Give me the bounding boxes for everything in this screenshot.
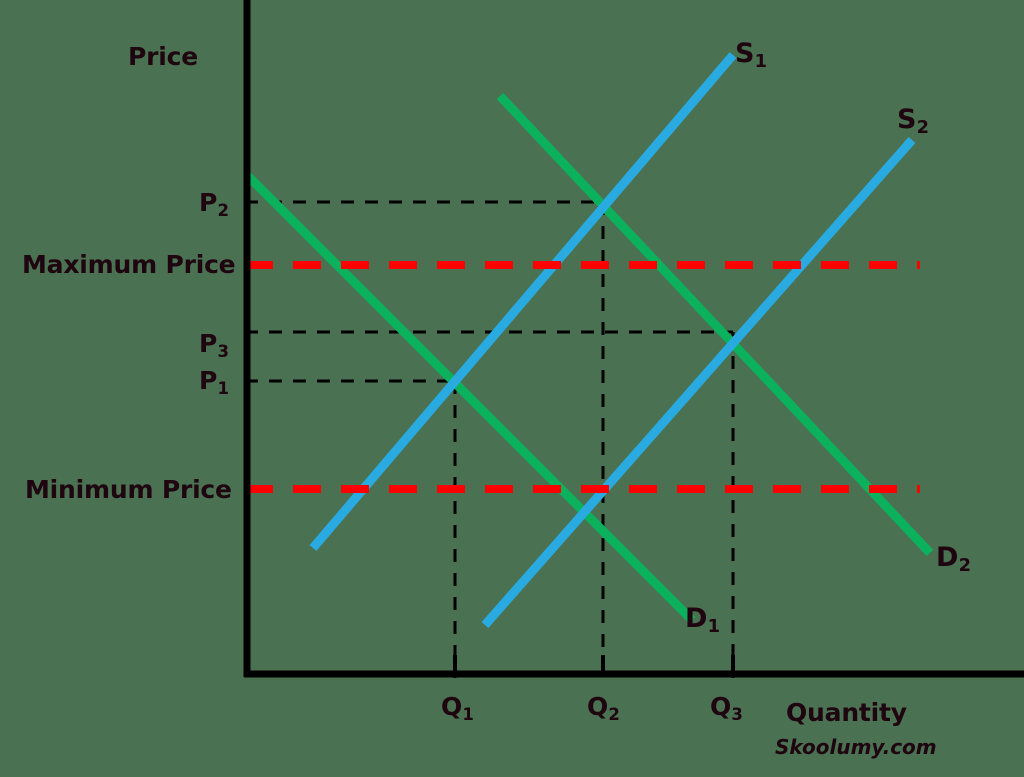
price-label-p1-text: P xyxy=(199,366,218,395)
x-axis-title: Quantity xyxy=(786,698,907,727)
supply-curve-s2 xyxy=(481,137,916,628)
price-label-p1: P1 xyxy=(199,366,229,396)
curve-label-d1-text: D xyxy=(685,603,708,634)
curve-label-s2-subscript: 2 xyxy=(916,116,929,138)
quantity-label-q1: Q1 xyxy=(441,692,474,722)
supply-curve-s1 xyxy=(309,52,737,551)
quantity-label-q1-text: Q xyxy=(441,692,463,721)
axes xyxy=(243,0,1024,678)
demand-curve-d1 xyxy=(244,172,696,624)
quantity-label-q2-text: Q xyxy=(587,692,609,721)
quantity-label-q2-subscript: 2 xyxy=(608,704,620,724)
curve-label-d2-subscript: 2 xyxy=(958,554,971,576)
minimum-price-label: Minimum Price xyxy=(25,475,232,504)
price-label-p2-text: P xyxy=(199,188,218,217)
price-label-p3-text: P xyxy=(199,329,218,358)
curve-label-s1-subscript: 1 xyxy=(754,50,767,72)
demand-curve-d2 xyxy=(496,92,934,557)
price-label-p3: P3 xyxy=(199,329,229,359)
price-label-p2-subscript: 2 xyxy=(217,200,229,220)
x-axis-ticks xyxy=(453,655,735,674)
maximum-price-label: Maximum Price xyxy=(22,250,236,279)
demand-curves xyxy=(244,92,934,624)
price-label-p3-subscript: 3 xyxy=(217,341,229,361)
curve-label-s2: S2 xyxy=(897,104,929,136)
curve-label-s2-text: S xyxy=(897,104,917,135)
price-control-lines xyxy=(245,261,920,493)
price-label-p2: P2 xyxy=(199,188,229,218)
guide-lines xyxy=(245,200,735,678)
quantity-label-q1-subscript: 1 xyxy=(462,704,474,724)
curve-label-d2-text: D xyxy=(936,542,959,573)
curve-label-d2: D2 xyxy=(936,542,971,574)
price-label-p1-subscript: 1 xyxy=(217,378,229,398)
quantity-label-q2: Q2 xyxy=(587,692,620,722)
quantity-label-q3-text: Q xyxy=(710,692,732,721)
quantity-label-q3-subscript: 3 xyxy=(731,704,743,724)
curve-label-d1: D1 xyxy=(685,603,720,635)
quantity-label-q3: Q3 xyxy=(710,692,743,722)
curve-label-s1: S1 xyxy=(735,38,767,70)
watermark: Skoolumy.com xyxy=(775,735,937,759)
y-axis-title: Price xyxy=(128,42,198,71)
supply-curves xyxy=(309,52,916,628)
curve-label-s1-text: S xyxy=(735,38,755,69)
curve-label-d1-subscript: 1 xyxy=(707,615,720,637)
